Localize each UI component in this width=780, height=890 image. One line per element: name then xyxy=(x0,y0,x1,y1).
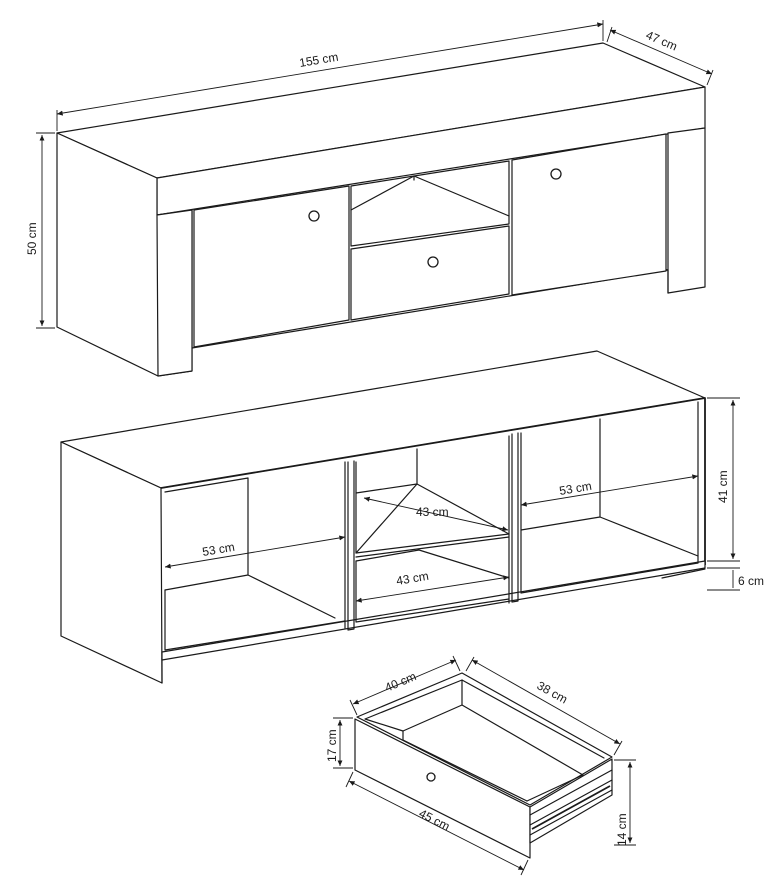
drawer-back-width-label: 40 cm xyxy=(383,669,419,695)
drawer-depth-label: 38 cm xyxy=(535,678,570,706)
drawer-back-width-dimension-line xyxy=(352,659,457,705)
drawer-depth-dimension-line xyxy=(471,659,621,745)
drawer-side xyxy=(529,758,613,844)
height-dimension-label: 50 cm xyxy=(25,222,39,255)
drawer-front-width-dimension-line xyxy=(348,780,525,871)
left-door xyxy=(193,185,350,348)
drawer-slide-height-label: 14 cm xyxy=(615,813,629,846)
cabinet-left-leg xyxy=(156,209,193,377)
drawer-view: 40 cm 38 cm 17 cm 45 cm 14 cm xyxy=(325,655,636,876)
drawer-height-label: 17 cm xyxy=(325,729,339,762)
middle-upper-label: 43 cm xyxy=(416,505,449,519)
middle-lower-label: 43 cm xyxy=(395,569,430,588)
plinth-height-label: 6 cm xyxy=(738,574,764,588)
cabinet-right-leg xyxy=(667,127,706,294)
left-door-knob xyxy=(308,210,320,222)
cabinet-open-view: 53 cm 43 cm 43 cm 53 cm 41 cm 6 cm xyxy=(60,350,764,684)
width-dimension-label: 155 cm xyxy=(298,50,339,70)
left-compartment-dimension-line xyxy=(164,535,346,569)
middle-lower-dimension-line xyxy=(355,575,510,603)
drawer-knob xyxy=(426,772,436,782)
depth-dimension-label: 47 cm xyxy=(644,28,680,54)
middle-drawer-front xyxy=(350,225,510,321)
right-compartment-label: 53 cm xyxy=(558,479,593,498)
right-door-knob xyxy=(550,168,562,180)
middle-drawer-knob xyxy=(427,256,439,268)
middle-open-shelf xyxy=(350,160,510,247)
middle-upper-dimension-line xyxy=(363,496,509,532)
left-compartment-label: 53 cm xyxy=(201,540,236,559)
right-door xyxy=(511,133,667,296)
width-dimension-line xyxy=(56,22,604,116)
depth-dimension-line xyxy=(609,29,713,75)
right-compartment-dimension-line xyxy=(520,474,699,507)
compartment-height-label: 41 cm xyxy=(716,470,730,503)
cabinet-closed-view: 155 cm 47 cm 50 cm xyxy=(25,20,714,377)
